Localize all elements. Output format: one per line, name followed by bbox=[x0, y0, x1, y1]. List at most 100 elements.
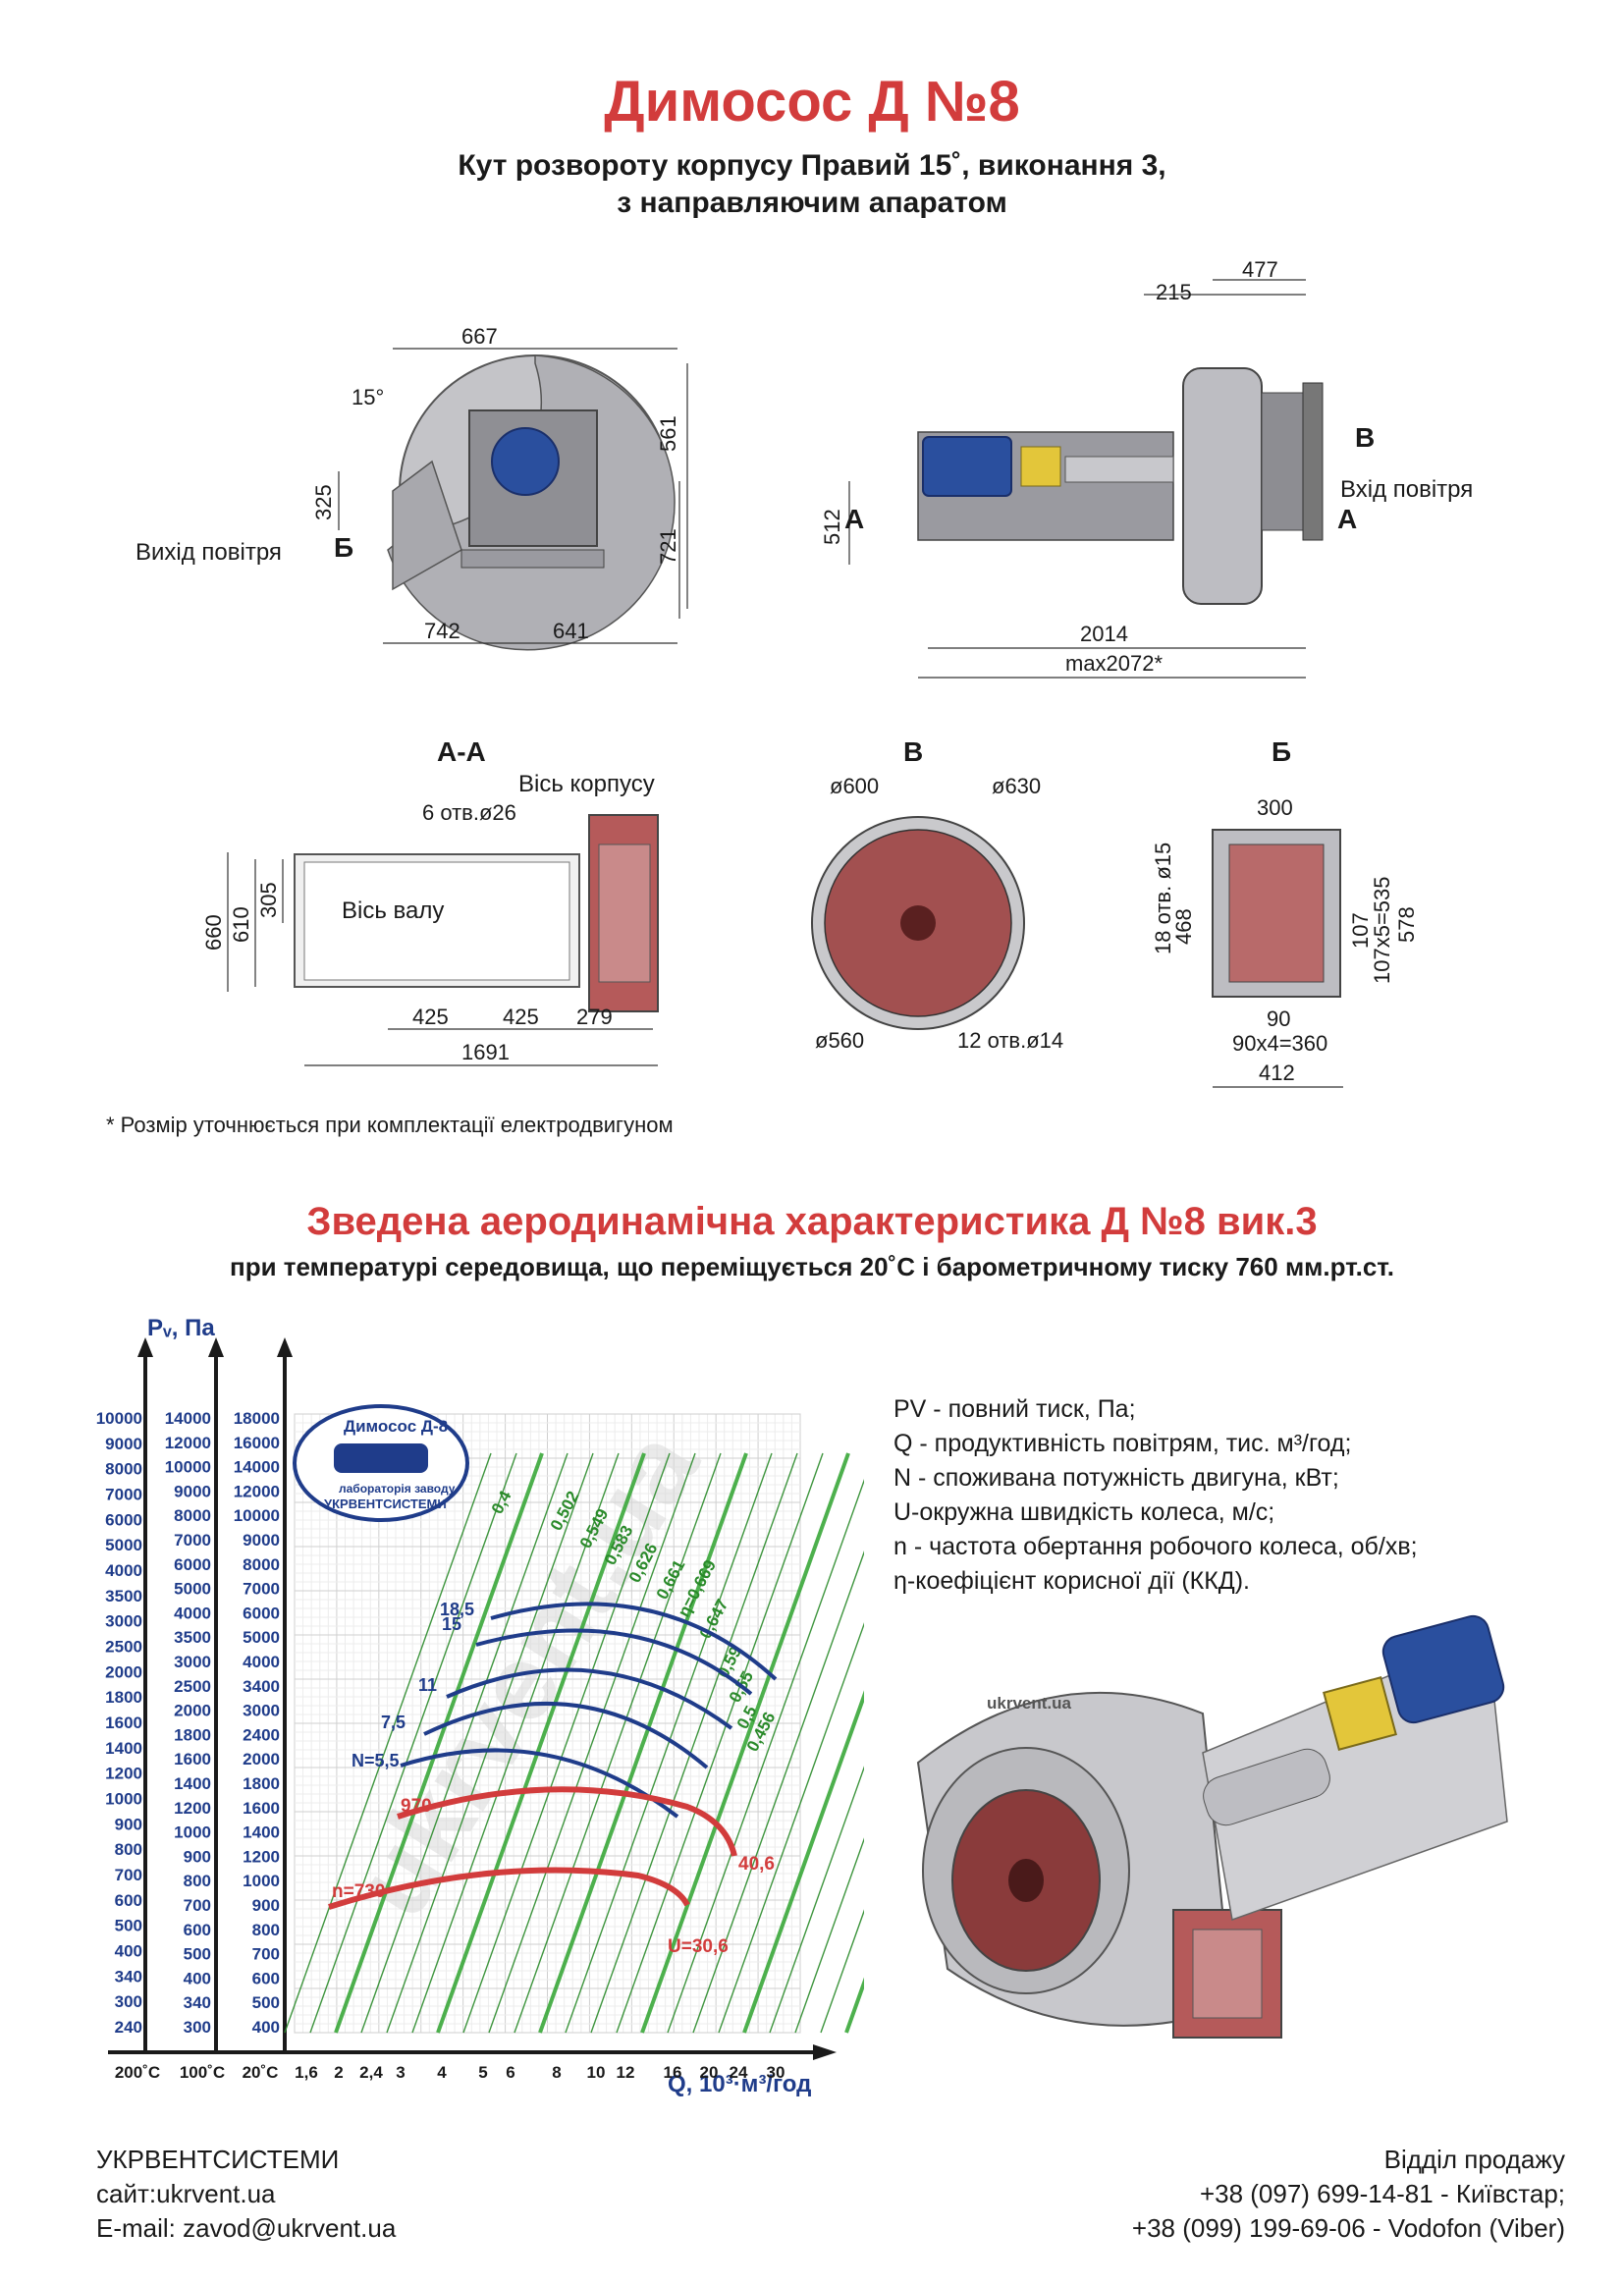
y-tick-label: 1200 bbox=[174, 1799, 211, 1818]
efficiency-line bbox=[334, 1452, 544, 2034]
x-axis-arrow bbox=[813, 2044, 837, 2060]
holes-26-label: 6 отв.ø26 bbox=[422, 800, 516, 825]
x-tick-label: 30 bbox=[767, 2063, 785, 2082]
tip-speed-label: 40,6 bbox=[738, 1854, 775, 1875]
phone-vodafone[interactable]: +38 (099) 199-69-06 - Vodofon (Viber) bbox=[1131, 2213, 1565, 2243]
dim-610: 610 bbox=[229, 906, 253, 943]
dim-721: 721 bbox=[656, 528, 680, 565]
efficiency-line bbox=[769, 1766, 864, 2034]
y-tick-label: 5000 bbox=[105, 1536, 142, 1554]
efficiency-line bbox=[284, 1452, 492, 2034]
efficiency-line bbox=[794, 1837, 864, 2034]
outlet-label: Вихід повітря bbox=[135, 539, 282, 566]
legend-pv: PV - повний тиск, Па; bbox=[893, 1395, 1136, 1423]
dim-2014: 2014 bbox=[1080, 622, 1128, 646]
dim-325: 325 bbox=[311, 484, 336, 520]
phone-kyivstar[interactable]: +38 (097) 699-14-81 - Київстар; bbox=[1199, 2179, 1565, 2208]
chart-logo: Димосос Д-8 лабораторія заводу УКРВЕНТСИ… bbox=[293, 1404, 469, 1522]
x-tick-label: 6 bbox=[506, 2063, 514, 2082]
view-b-label: Б bbox=[1272, 736, 1291, 767]
y-tick-label: 1600 bbox=[174, 1750, 211, 1768]
y-axis-title: Pᵥ, Па bbox=[147, 1315, 215, 1341]
dim-90x4: 90x4=360 bbox=[1232, 1031, 1327, 1056]
logo-line3: УКРВЕНТСИСТЕМИ bbox=[324, 1496, 447, 1511]
y-tick-label: 3000 bbox=[105, 1612, 142, 1631]
y-tick-label: 4000 bbox=[243, 1653, 280, 1671]
efficiency-line bbox=[514, 1452, 722, 2034]
y-tick-label: 8000 bbox=[243, 1555, 280, 1574]
y-tick-label: 900 bbox=[115, 1815, 142, 1833]
view-v-label: В bbox=[903, 736, 923, 767]
x-tick-label: 16 bbox=[664, 2063, 682, 2082]
y-tick-label: 1400 bbox=[243, 1823, 280, 1842]
dim-425-b: 425 bbox=[503, 1005, 539, 1029]
x-tick-label: 20 bbox=[700, 2063, 719, 2082]
y-tick-label: 10000 bbox=[165, 1458, 211, 1477]
dim-107x5: 107x5=535 bbox=[1370, 877, 1394, 985]
y-tick-label: 1400 bbox=[105, 1739, 142, 1758]
fan-logo-text: ukrvent.ua bbox=[987, 1694, 1072, 1713]
y-tick-label: 800 bbox=[115, 1840, 142, 1859]
speed-curve bbox=[328, 1867, 690, 1910]
power-curve bbox=[423, 1701, 709, 1769]
y-tick-label: 18000 bbox=[234, 1409, 280, 1428]
legend-rpm: n - частота обертання робочого колеса, о… bbox=[893, 1533, 1418, 1560]
dia-630: ø630 bbox=[992, 774, 1041, 798]
x-tick-label: 12 bbox=[617, 2063, 635, 2082]
y-tick-label: 6000 bbox=[105, 1510, 142, 1529]
y-tick-label: 400 bbox=[184, 1969, 211, 1987]
y-tick-label: 800 bbox=[252, 1921, 280, 1939]
dim-578: 578 bbox=[1394, 906, 1419, 943]
y-tick-label: 700 bbox=[115, 1866, 142, 1884]
efficiency-line bbox=[309, 1452, 517, 2034]
y-tick-label: 340 bbox=[184, 1993, 211, 2012]
y-tick-label: 3400 bbox=[243, 1677, 280, 1696]
y-tick-label: 3500 bbox=[105, 1587, 142, 1605]
y-tick-label: 900 bbox=[252, 1896, 280, 1915]
y-tick-label: 2000 bbox=[243, 1750, 280, 1768]
efficiency-line bbox=[742, 1690, 864, 2034]
efficiency-line bbox=[411, 1452, 620, 2034]
y-tick-label: 1000 bbox=[243, 1872, 280, 1890]
dim-561: 561 bbox=[656, 415, 680, 452]
y-axis-arrow-2 bbox=[277, 1337, 293, 1357]
dia-560: ø560 bbox=[815, 1028, 864, 1053]
power-curve bbox=[446, 1667, 733, 1730]
page-subtitle-1: Кут розвороту корпусу Правий 15˚, викона… bbox=[458, 149, 1166, 182]
y-tick-label: 1200 bbox=[243, 1847, 280, 1866]
power-label: 11 bbox=[418, 1675, 437, 1695]
y-tick-label: 500 bbox=[115, 1917, 142, 1935]
dim-305: 305 bbox=[256, 882, 281, 918]
y-tick-label: 8000 bbox=[105, 1460, 142, 1479]
legend-u: U-окружна швидкість колеса, м/с; bbox=[893, 1498, 1275, 1526]
y-tick-labels: 1000090008000700060005000400035003000250… bbox=[96, 1409, 280, 2037]
x-tick-label: 8 bbox=[552, 2063, 561, 2082]
logo-line1: Димосос Д-8 bbox=[344, 1417, 448, 1436]
dim-90: 90 bbox=[1267, 1006, 1290, 1031]
y-tick-label: 6000 bbox=[174, 1555, 211, 1574]
y-tick-label: 7000 bbox=[243, 1580, 280, 1599]
view-aa-label: А-А bbox=[437, 736, 486, 767]
y-tick-label: 1000 bbox=[174, 1823, 211, 1842]
y-tick-label: 3500 bbox=[174, 1628, 211, 1647]
dim-468: 468 bbox=[1171, 908, 1196, 945]
x-tick-label: 3 bbox=[396, 2063, 405, 2082]
x-tick-label: 24 bbox=[730, 2063, 748, 2082]
speed-rpm-label: 970 bbox=[401, 1796, 432, 1817]
efficiency-line bbox=[692, 1551, 864, 2034]
y-tick-label: 1800 bbox=[105, 1688, 142, 1707]
efficiency-line bbox=[590, 1452, 798, 2034]
email-link[interactable]: E-mail: zavod@ukrvent.ua bbox=[96, 2213, 397, 2243]
y-tick-label: 6000 bbox=[243, 1604, 280, 1622]
power-label: N=5,5 bbox=[352, 1751, 400, 1770]
aerodynamic-chart: ukrvent.ua Pᵥ, Па Q, 10³·м³/год 10000900… bbox=[96, 1315, 864, 2097]
y-tick-label: 2000 bbox=[105, 1662, 142, 1681]
dim-512: 512 bbox=[820, 509, 844, 545]
dim-660: 660 bbox=[201, 914, 226, 951]
speed-rpm-label: n=730 bbox=[332, 1881, 385, 1902]
technical-drawings: 667 561 721 325 742 641 15° Вихід повітр… bbox=[135, 257, 1473, 1088]
website-link[interactable]: сайт:ukrvent.ua bbox=[96, 2179, 276, 2208]
dim-412: 412 bbox=[1259, 1061, 1295, 1085]
dim-300: 300 bbox=[1257, 795, 1293, 820]
